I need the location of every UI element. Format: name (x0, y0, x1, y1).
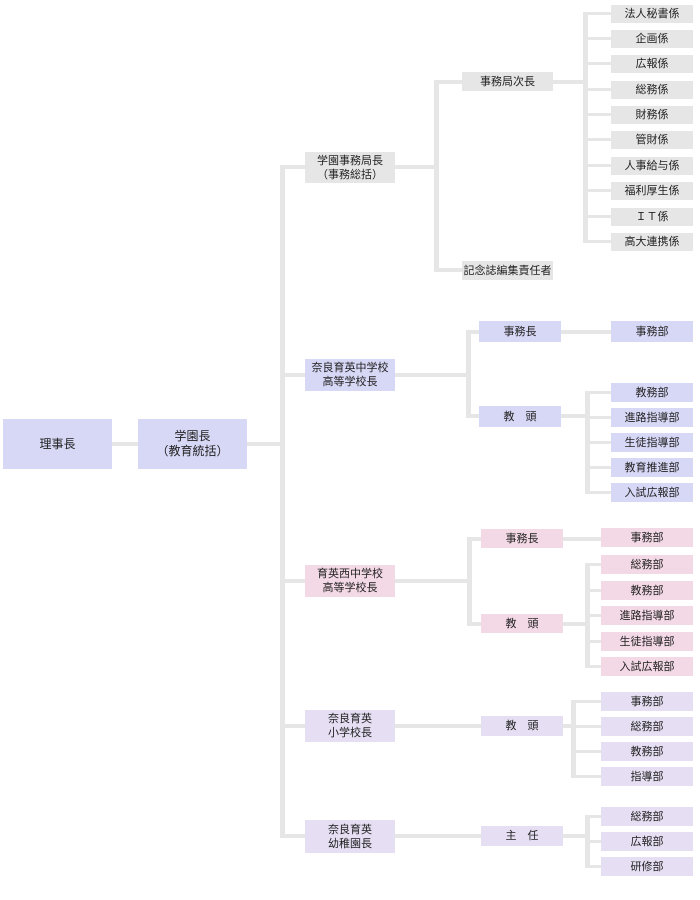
nara-hs-dept-box: 教育推進部 (611, 458, 693, 477)
chairman-label: 理事長 (39, 436, 76, 451)
nara-hs-principal-subtitle: 高等学校長 (322, 375, 378, 388)
nara-hs-admin-dept-label: 事務部 (635, 324, 669, 338)
deputy-director-box: 事務局次長 (462, 72, 553, 91)
nara-hs-admin-head-label: 事務長 (503, 324, 537, 338)
dept-label: 入試広報部 (619, 659, 675, 673)
dept-label: 事務部 (630, 694, 664, 708)
nara-hs-dept-box: 生徒指導部 (611, 433, 693, 452)
section-label: 企画係 (635, 32, 669, 45)
nara-hs-dept-box: 入試広報部 (611, 483, 693, 502)
nishi-hs-dept-box: 入試広報部 (601, 657, 693, 676)
editor-label: 記念誌編集責任者 (463, 263, 552, 277)
nishi-hs-admin-head-label: 事務長 (505, 531, 539, 545)
section-label: 総務係 (635, 83, 669, 96)
chairman-box: 理事長 (3, 419, 112, 469)
section-box: 福利厚生係 (611, 182, 693, 200)
dept-label: 教務部 (630, 583, 664, 597)
nishi-hs-principal-label: 育英西中学校 (317, 567, 383, 580)
section-label: 財務係 (635, 108, 669, 121)
elementary-dept-box: 教務部 (601, 742, 693, 761)
nishi-hs-admin-dept-label: 事務部 (630, 530, 664, 544)
dept-label: 進路指導部 (619, 608, 675, 622)
nara-hs-admin-head-box: 事務長 (479, 321, 561, 342)
academy-head-box: 学園長 （教育統括） (138, 419, 247, 469)
section-box: 総務係 (611, 81, 693, 99)
section-label: 高大連携係 (624, 235, 680, 248)
dept-label: 入試広報部 (624, 485, 680, 499)
dept-label: 教育推進部 (624, 460, 680, 474)
dept-label: 総務部 (630, 809, 664, 823)
nishi-hs-vice-principal-box: 教 頭 (481, 614, 563, 633)
kindergarten-chief-box: 主 任 (481, 826, 563, 846)
section-box: 広報係 (611, 55, 693, 73)
nara-hs-dept-box: 教務部 (611, 383, 693, 402)
section-box: 管財係 (611, 131, 693, 149)
deputy-director-label: 事務局次長 (480, 74, 535, 88)
dept-label: 生徒指導部 (624, 435, 680, 449)
nara-hs-vice-principal-box: 教 頭 (479, 406, 561, 427)
secretariat-head-box: 学園事務局長 （事務総括） (305, 152, 395, 183)
secretariat-head-subtitle: （事務総括） (317, 167, 383, 181)
elementary-dept-box: 事務部 (601, 692, 693, 711)
section-label: ＩＴ係 (635, 210, 669, 223)
nishi-hs-principal-box: 育英西中学校 高等学校長 (305, 565, 395, 597)
section-box: 高大連携係 (611, 233, 693, 251)
dept-label: 広報部 (630, 834, 664, 848)
nara-hs-admin-dept-box: 事務部 (611, 321, 693, 342)
section-label: 人事給与係 (624, 159, 680, 172)
section-box: 企画係 (611, 30, 693, 48)
nishi-hs-principal-subtitle: 高等学校長 (322, 581, 378, 594)
dept-label: 総務部 (630, 719, 664, 733)
nara-hs-dept-box: 進路指導部 (611, 408, 693, 427)
kindergarten-director-subtitle: 幼稚園長 (328, 836, 372, 850)
nishi-hs-dept-box: 生徒指導部 (601, 632, 693, 651)
elementary-principal-label: 奈良育英 (328, 712, 372, 725)
elementary-vice-principal-box: 教 頭 (481, 716, 563, 736)
dept-label: 教務部 (635, 385, 669, 399)
elementary-dept-box: 指導部 (601, 767, 693, 786)
nishi-hs-admin-dept-box: 事務部 (601, 528, 693, 547)
section-label: 広報係 (635, 57, 669, 70)
section-label: 管財係 (635, 133, 669, 146)
kindergarten-dept-box: 総務部 (601, 807, 693, 826)
secretariat-head-label: 学園事務局長 (317, 153, 383, 167)
nara-hs-principal-label: 奈良育英中学校 (311, 361, 389, 374)
section-label: 福利厚生係 (624, 184, 680, 197)
academy-head-subtitle: （教育統括） (156, 444, 229, 458)
dept-label: 進路指導部 (624, 410, 680, 424)
nishi-hs-admin-head-box: 事務長 (481, 529, 563, 548)
kindergarten-dept-box: 研修部 (601, 857, 693, 876)
section-label: 法人秘書係 (624, 7, 680, 20)
dept-label: 生徒指導部 (619, 634, 675, 648)
section-box: 法人秘書係 (611, 5, 693, 23)
section-box: ＩＴ係 (611, 208, 693, 226)
nishi-hs-dept-box: 教務部 (601, 581, 693, 600)
dept-label: 総務部 (630, 557, 664, 571)
nishi-hs-vice-principal-label: 教 頭 (505, 616, 539, 630)
editor-box: 記念誌編集責任者 (462, 261, 553, 280)
dept-label: 研修部 (630, 859, 664, 873)
elementary-dept-box: 総務部 (601, 717, 693, 736)
kindergarten-chief-label: 主 任 (505, 829, 539, 842)
dept-label: 指導部 (630, 769, 664, 783)
kindergarten-director-box: 奈良育英 幼稚園長 (305, 820, 395, 853)
academy-head-label: 学園長 (174, 429, 211, 443)
kindergarten-dept-box: 広報部 (601, 832, 693, 851)
kindergarten-director-label: 奈良育英 (328, 822, 372, 836)
nara-hs-principal-box: 奈良育英中学校 高等学校長 (305, 359, 395, 391)
elementary-principal-box: 奈良育英 小学校長 (305, 710, 395, 742)
nishi-hs-dept-box: 進路指導部 (601, 606, 693, 625)
nara-hs-vice-principal-label: 教 頭 (503, 409, 537, 423)
elementary-principal-subtitle: 小学校長 (328, 726, 372, 739)
section-box: 財務係 (611, 106, 693, 124)
nishi-hs-dept-box: 総務部 (601, 555, 693, 574)
dept-label: 教務部 (630, 744, 664, 758)
section-box: 人事給与係 (611, 157, 693, 175)
elementary-vice-principal-label: 教 頭 (505, 719, 539, 732)
